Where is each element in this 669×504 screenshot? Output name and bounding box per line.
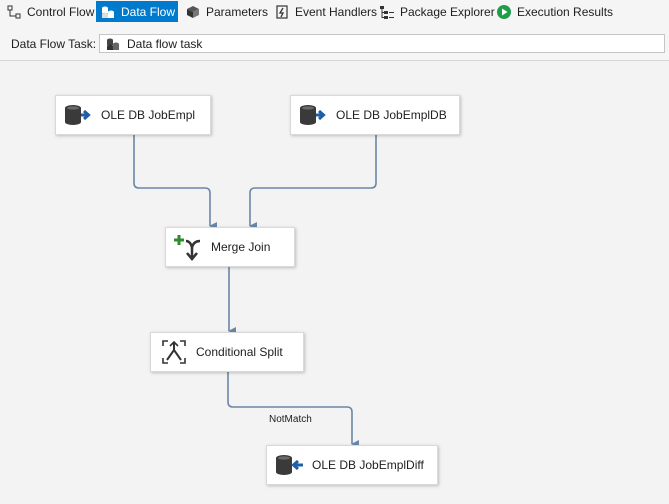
tab-label: Package Explorer <box>400 4 495 19</box>
package-explorer-icon <box>379 4 395 20</box>
data-flow-task-row: Data Flow Task: Data flow task <box>0 24 669 61</box>
tab-label: Control Flow <box>27 4 95 19</box>
ole-db-source-icon <box>298 101 330 129</box>
path-label-notmatch: NotMatch <box>269 414 312 425</box>
data-flow-icon <box>100 4 116 20</box>
data-flow-task-label: Data Flow Task: <box>11 37 97 51</box>
component-merge-join[interactable]: Merge Join <box>165 227 295 267</box>
tab-label: Parameters <box>206 4 269 19</box>
component-label: OLE DB JobEmplDiff <box>312 458 424 472</box>
component-ole-db-jobempl[interactable]: OLE DB JobEmpl <box>55 95 211 135</box>
execution-results-icon <box>496 4 512 20</box>
control-flow-icon <box>6 4 22 20</box>
data-flow-task-value: Data flow task <box>127 36 203 51</box>
data-flow-task-select[interactable]: Data flow task <box>99 34 665 53</box>
event-handlers-icon <box>274 4 290 20</box>
ole-db-source-icon <box>63 101 95 129</box>
data-flow-task-icon <box>107 38 119 50</box>
component-label: Merge Join <box>211 240 271 254</box>
ole-db-destination-icon <box>274 451 306 479</box>
path-source2-to-merge-join[interactable] <box>249 134 377 230</box>
component-label: OLE DB JobEmpl <box>101 108 196 122</box>
tab-control-flow[interactable]: Control Flow <box>2 1 98 22</box>
tab-label: Execution Results <box>517 4 614 19</box>
parameters-icon <box>185 4 201 20</box>
component-conditional-split[interactable]: Conditional Split <box>150 332 304 372</box>
tab-event-handlers[interactable]: Event Handlers <box>270 1 381 22</box>
path-source1-to-merge-join[interactable] <box>133 134 217 230</box>
tab-data-flow[interactable]: Data Flow <box>96 1 178 22</box>
component-ole-db-jobempldb[interactable]: OLE DB JobEmplDB <box>290 95 460 135</box>
component-label: Conditional Split <box>196 345 283 359</box>
tab-label: Data Flow <box>121 4 176 19</box>
component-label: OLE DB JobEmplDB <box>336 108 447 122</box>
merge-join-icon <box>173 233 205 261</box>
tab-parameters[interactable]: Parameters <box>181 1 272 22</box>
tab-package-explorer[interactable]: Package Explorer <box>375 1 499 22</box>
path-conditional-split-to-destination[interactable] <box>227 371 359 448</box>
tab-label: Event Handlers <box>295 4 378 19</box>
tab-execution-results[interactable]: Execution Results <box>492 1 617 22</box>
conditional-split-icon <box>158 338 190 366</box>
component-ole-db-jobempldiff[interactable]: OLE DB JobEmplDiff <box>266 445 438 485</box>
designer-tab-bar: Control Flow Data Flow Parameters <box>0 0 669 24</box>
